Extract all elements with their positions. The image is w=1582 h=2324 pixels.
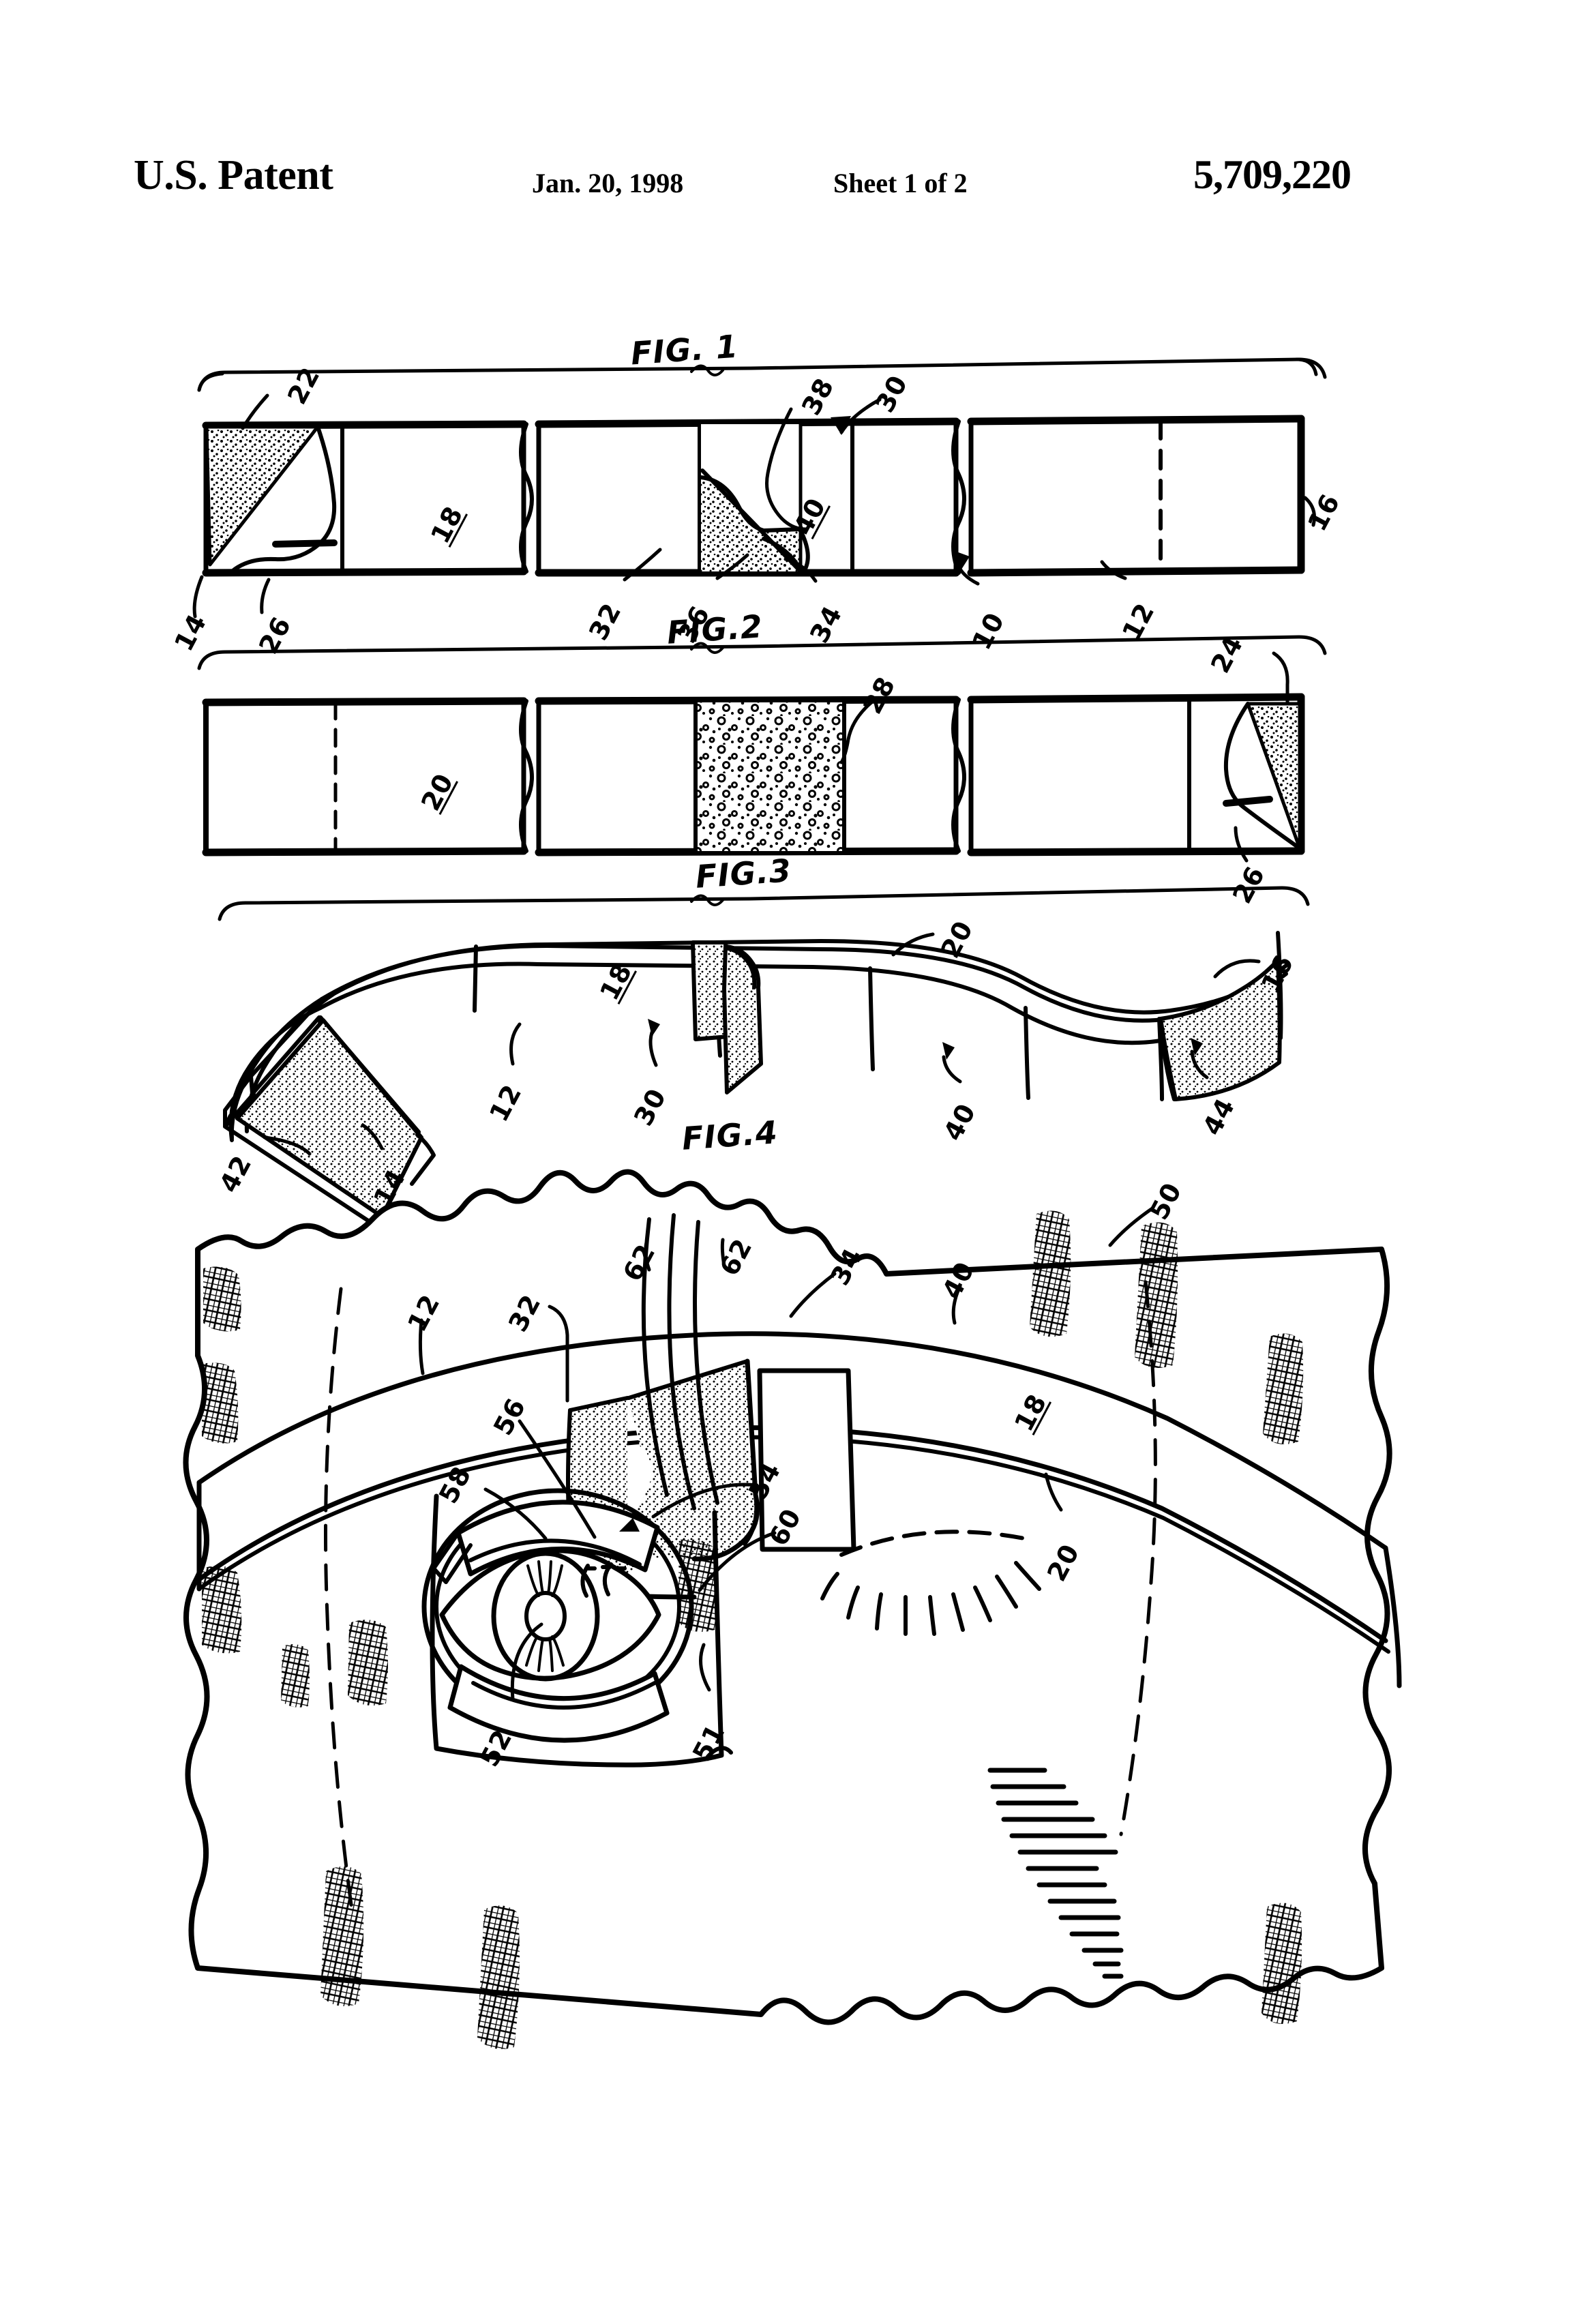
- figure-1-caption: FIG. 1: [629, 327, 740, 372]
- figure-3: [218, 886, 1310, 1228]
- figure-4: [183, 1169, 1402, 2049]
- sheet-number: Sheet 1 of 2: [833, 168, 968, 198]
- figure-2: [197, 635, 1327, 863]
- patent-number: 5,709,220: [1193, 152, 1352, 197]
- figure-1: [192, 357, 1327, 619]
- patent-date: Jan. 20, 1998: [532, 168, 684, 198]
- figure-4-caption: FIG.4: [681, 1114, 779, 1157]
- page-title: U.S. Patent: [134, 152, 333, 198]
- figure-3-caption: FIG.3: [694, 852, 793, 895]
